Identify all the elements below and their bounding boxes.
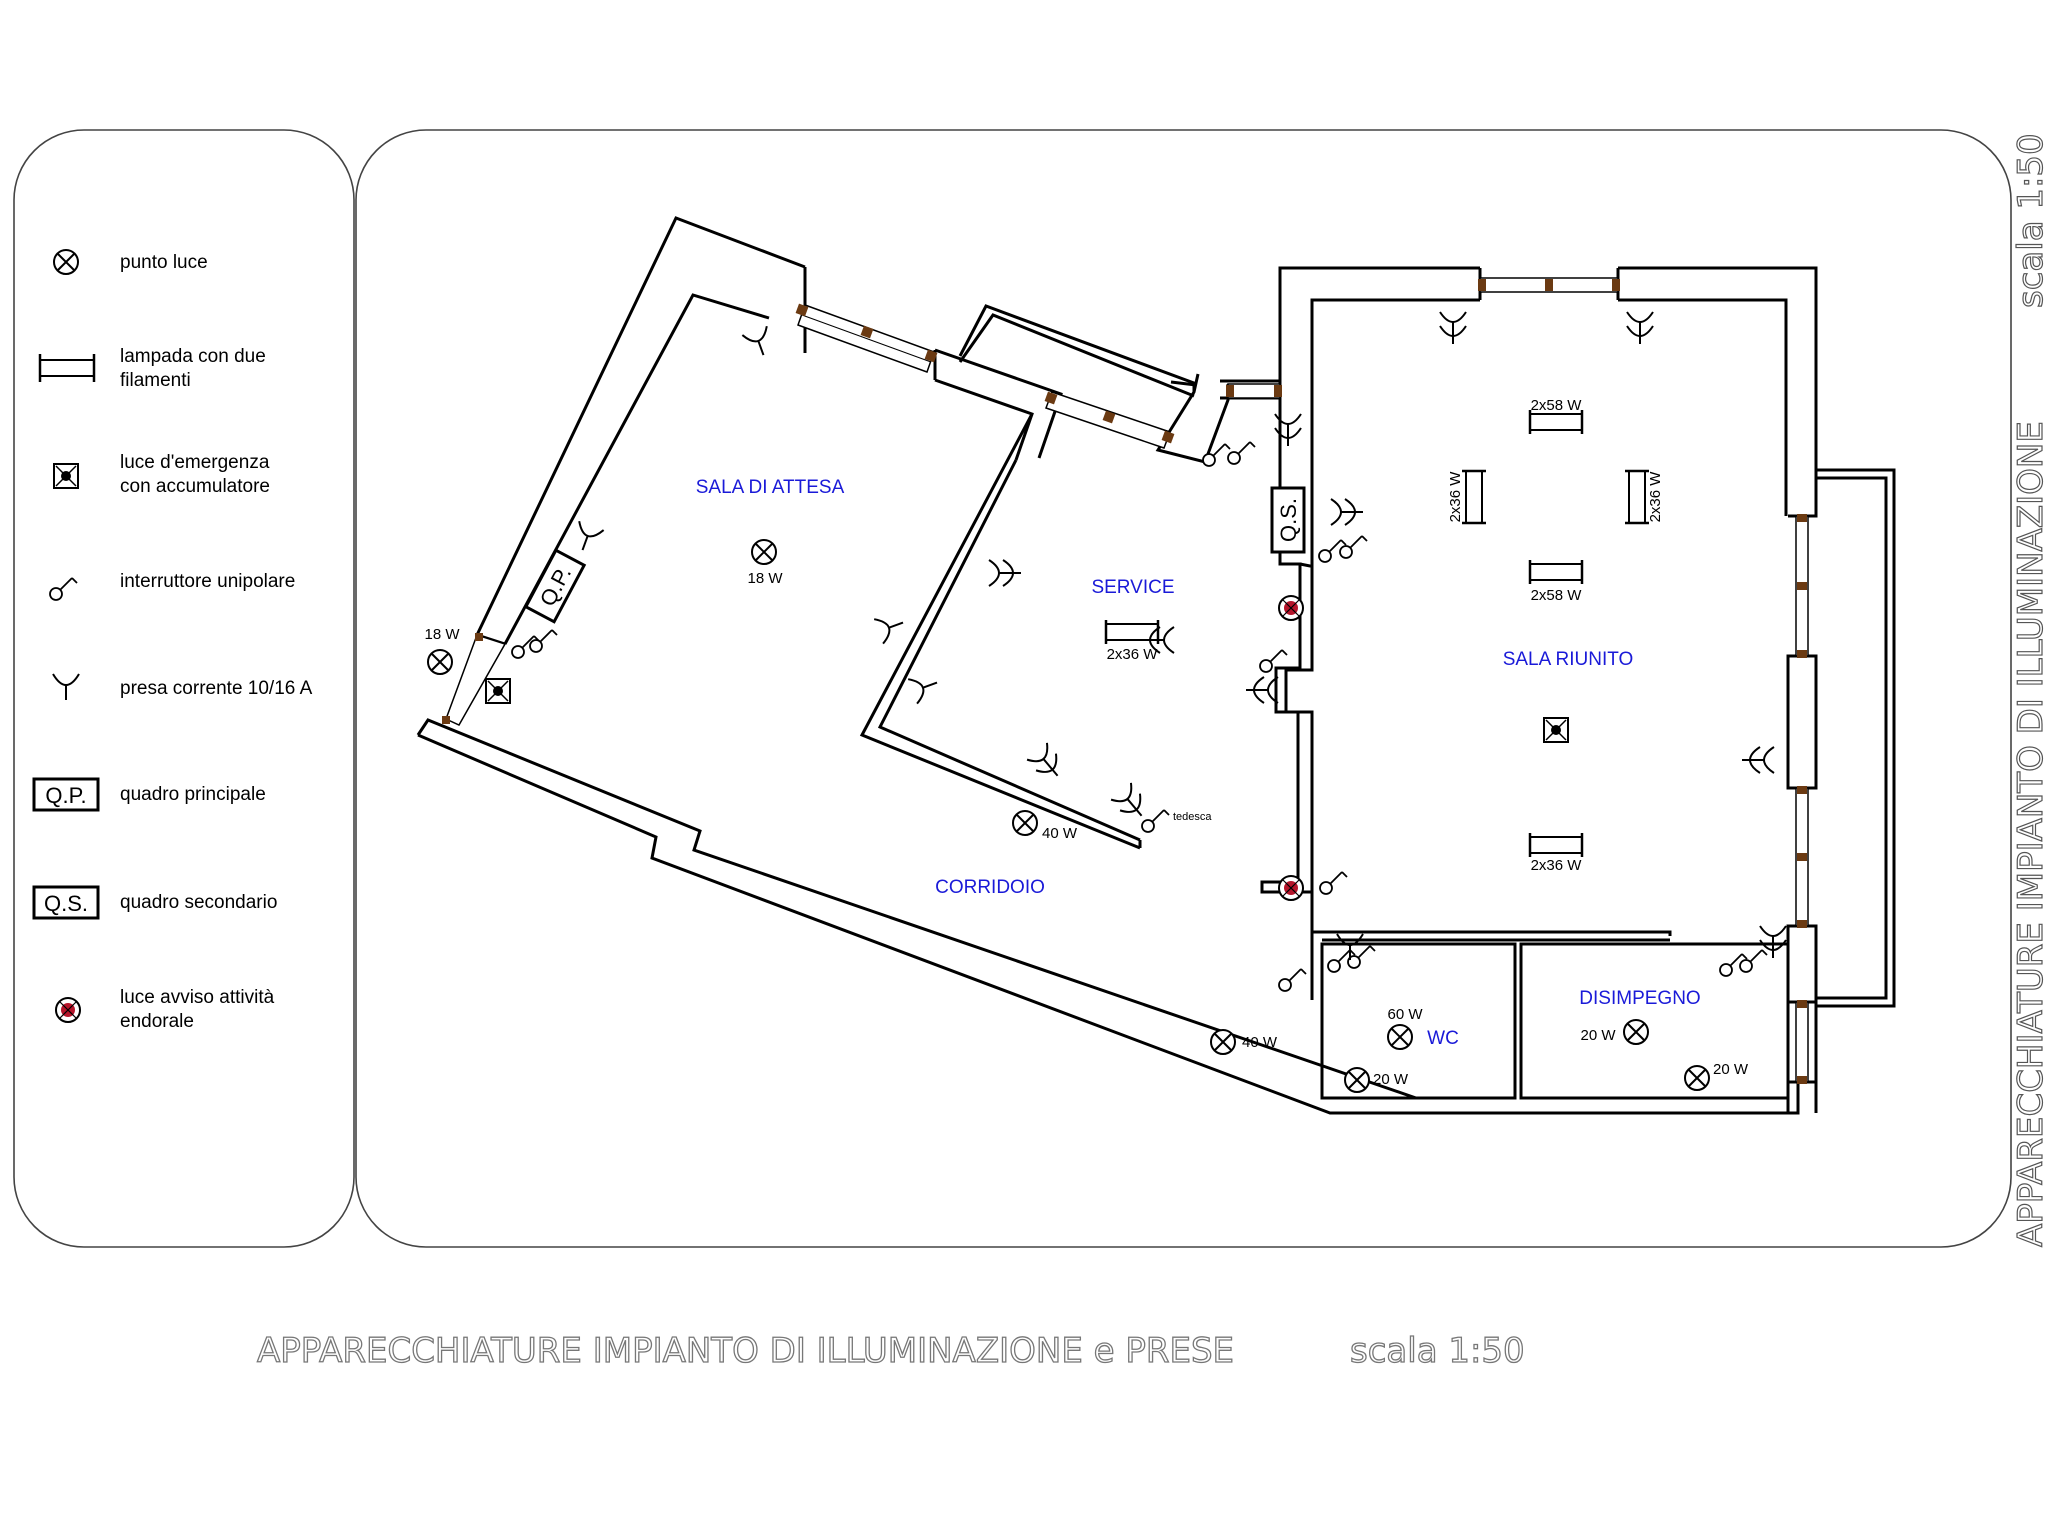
single-pole-switch-icon	[1739, 949, 1768, 973]
single-pole-switch-icon	[49, 577, 78, 601]
activity-warning-light-icon	[1278, 595, 1304, 621]
legend-label: endorale	[120, 1011, 194, 1032]
legend-label: luce d'emergenza	[120, 452, 270, 473]
wattage-label: 20 W	[1580, 1027, 1616, 1044]
single-pole-switch-icon	[1339, 535, 1368, 559]
svg-text:Q.S.: Q.S.	[1276, 498, 1301, 542]
socket-icon	[988, 559, 1022, 587]
socket-icon	[907, 669, 943, 705]
secondary-panel-icon: Q.S.	[32, 885, 100, 920]
single-pole-switch-icon	[1319, 871, 1348, 895]
wattage-label: 20 W	[1373, 1071, 1409, 1088]
wattage-label: 20 W	[1713, 1061, 1749, 1078]
legend-label: interruttore unipolare	[120, 571, 295, 592]
room-label: DISIMPEGNO	[1579, 988, 1700, 1009]
wattage-label: 2x36 W	[1531, 857, 1583, 874]
wattage-label: 2x36 W	[1107, 646, 1159, 663]
socket-icon	[1741, 746, 1775, 774]
socket-icon	[1026, 741, 1069, 786]
socket-icon	[873, 609, 909, 645]
light-point-icon	[53, 249, 79, 275]
socket-icon	[569, 520, 605, 556]
single-pole-switch-icon	[1202, 443, 1231, 467]
legend-label: con accumulatore	[120, 476, 270, 497]
double-filament-lamp-icon	[38, 354, 96, 382]
switches	[511, 441, 1768, 992]
wattage-label: 40 W	[1242, 1034, 1278, 1051]
socket-icon	[1330, 498, 1364, 526]
light-point-icon	[427, 649, 453, 675]
single-pole-switch-icon	[1347, 945, 1376, 969]
activity-warning-light-icon	[1278, 875, 1304, 901]
legend-label: quadro principale	[120, 784, 266, 805]
legend-label: quadro secondario	[120, 892, 277, 913]
room-label: WC	[1427, 1028, 1459, 1049]
emergency-light-icon	[53, 463, 79, 489]
single-pole-switch-icon	[1278, 968, 1307, 992]
room-label: CORRIDOIO	[935, 877, 1045, 898]
light-point-icon	[1623, 1019, 1649, 1045]
wattage-label: 2x36 W	[1647, 471, 1664, 523]
room-label: SERVICE	[1091, 577, 1174, 598]
wattage-label: 18 W	[747, 570, 783, 587]
socket-icon	[1110, 781, 1153, 826]
single-pole-switch-icon	[1227, 441, 1256, 465]
light-point-icon	[751, 539, 777, 565]
single-pole-switch-icon	[1141, 809, 1170, 833]
light-point-icon	[1012, 810, 1038, 836]
light-point-icon	[1387, 1024, 1413, 1050]
bottom-title: APPARECCHIATURE IMPIANTO DI ILLUMINAZION…	[257, 1331, 1234, 1371]
svg-text:Q.S.: Q.S.	[44, 891, 88, 916]
light-point-icon	[1210, 1029, 1236, 1055]
secondary-panel: Q.S.	[1270, 486, 1306, 554]
legend-label: punto luce	[120, 252, 208, 273]
socket-icon	[741, 325, 777, 361]
side-title: APPARECCHIATURE IMPIANTO DI ILLUMINAZION…	[2011, 421, 2048, 1247]
room-labels: SALA DI ATTESA SERVICE CORRIDOIO SALA RI…	[696, 477, 1701, 1049]
room-label: SALA DI ATTESA	[696, 477, 845, 498]
emergency-light-icon	[1543, 717, 1569, 743]
emergency-light-icon	[485, 678, 511, 704]
sockets	[569, 311, 1787, 961]
svg-text:Q.P.: Q.P.	[45, 783, 86, 808]
wattage-label: 2x36 W	[1447, 471, 1464, 523]
bottom-scale: scala 1:50	[1350, 1331, 1525, 1371]
side-scale: scala 1:50	[2011, 133, 2048, 308]
light-points	[427, 539, 1710, 1093]
legend: punto luce lampada con due filamenti luc…	[32, 249, 313, 1032]
wattage-label: 2x58 W	[1531, 587, 1583, 604]
wattage-label: 40 W	[1042, 825, 1078, 842]
socket-icon	[52, 673, 80, 701]
socket-icon	[1759, 925, 1787, 959]
light-point-icon	[1684, 1065, 1710, 1091]
legend-label: filamenti	[120, 370, 191, 391]
wattage-label: 60 W	[1387, 1006, 1423, 1023]
tedesca-label: tedesca	[1173, 811, 1212, 823]
activity-warning-light-icon	[55, 997, 81, 1023]
legend-frame	[13, 129, 355, 1248]
double-filament-lamp-icon	[1528, 558, 1584, 586]
double-filament-lamp-icon	[1528, 831, 1584, 859]
double-filament-lamp-icon	[1460, 469, 1488, 525]
legend-label: presa corrente 10/16 A	[120, 678, 313, 699]
light-point-icon	[1344, 1067, 1370, 1093]
room-label: SALA RIUNITO	[1503, 649, 1634, 670]
single-pole-switch-icon	[529, 629, 558, 653]
legend-label: lampada con due	[120, 346, 266, 367]
double-filament-lamp-icon	[1623, 469, 1651, 525]
walls	[416, 216, 1896, 1115]
socket-icon	[1245, 676, 1279, 704]
socket-icon	[1439, 311, 1467, 345]
wattage-label: 18 W	[424, 626, 460, 643]
windows	[442, 277, 1809, 1084]
double-lamps	[1104, 408, 1651, 859]
wattage-labels: 18 W 18 W 2x36 W 40 W 40 W 20 W 60 W 20 …	[424, 397, 1748, 1088]
legend-label: luce avviso attività	[120, 987, 275, 1008]
plan-frame	[355, 129, 2012, 1248]
socket-icon	[1626, 311, 1654, 345]
main-panel-icon: Q.P.	[32, 777, 100, 812]
wattage-label: 2x58 W	[1531, 397, 1583, 414]
